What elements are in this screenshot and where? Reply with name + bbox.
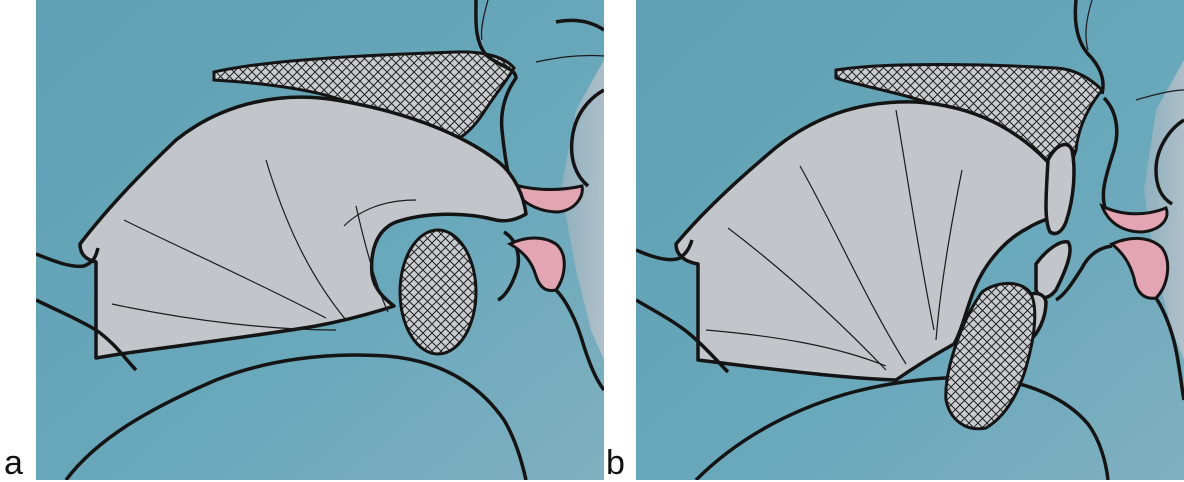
panel-a-illustration bbox=[36, 0, 604, 480]
panel-a bbox=[36, 0, 604, 480]
panel-label-b: b bbox=[606, 446, 625, 480]
bolus-a bbox=[400, 230, 476, 354]
panel-b bbox=[636, 0, 1184, 480]
panel-b-illustration bbox=[636, 0, 1184, 480]
panel-label-a: a bbox=[4, 446, 23, 480]
